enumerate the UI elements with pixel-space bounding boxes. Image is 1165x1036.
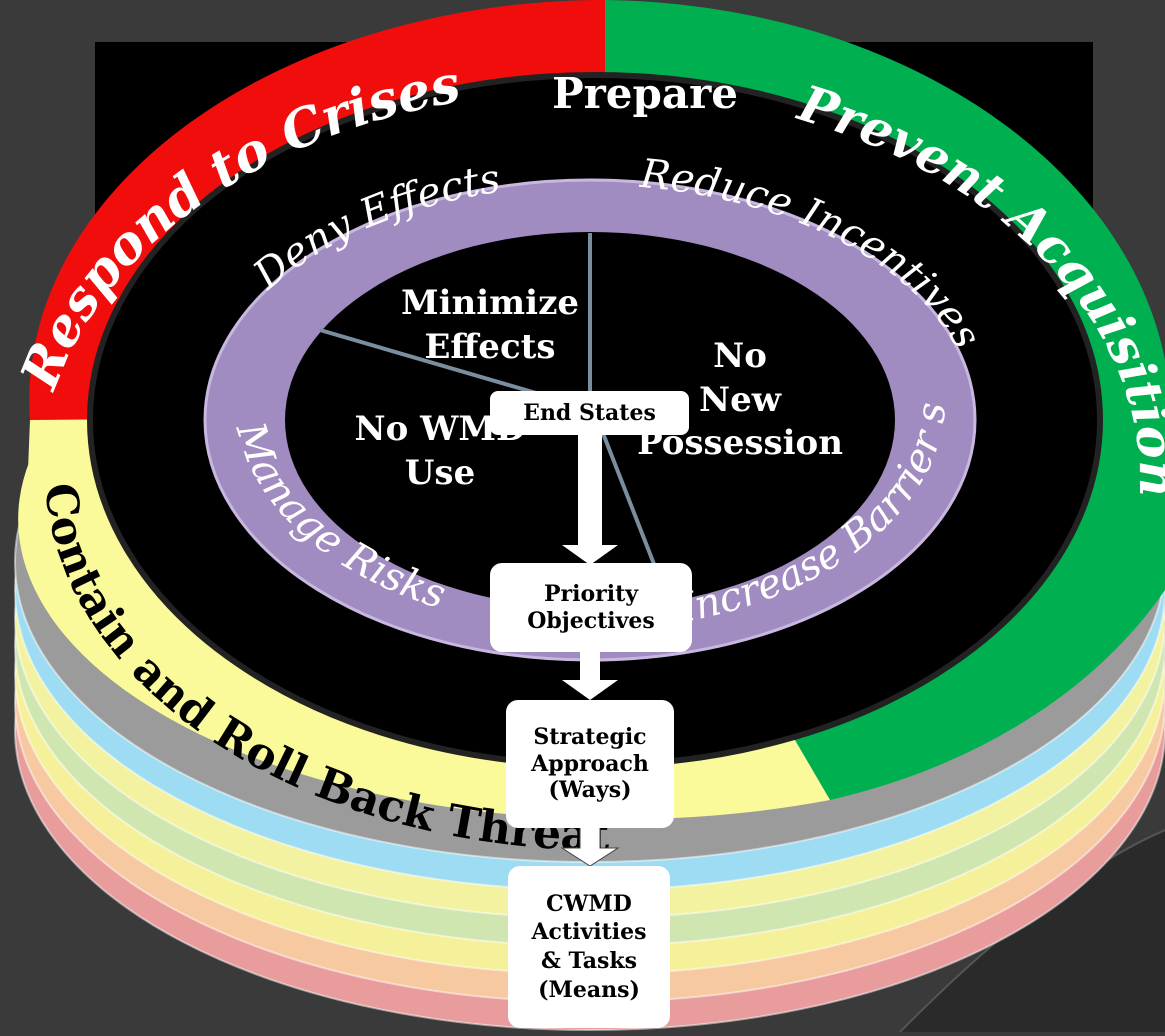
end-state-minimize: Minimize Effects xyxy=(375,282,605,369)
box-cwmd-line-2: Activities xyxy=(531,919,647,946)
box-priority-line-1: Priority xyxy=(543,581,639,608)
background-sweep xyxy=(900,830,1165,1032)
end-state-minimize-line-2: Effects xyxy=(424,326,556,367)
box-strategic-line-3: (Ways) xyxy=(548,777,632,804)
box-cwmd-line-4: (Means) xyxy=(538,976,640,1003)
box-cwmd-activities: CWMD Activities & Tasks (Means) xyxy=(510,868,668,1026)
end-state-no-new-line-1: No xyxy=(713,336,767,376)
end-state-no-wmd-line-2: Use xyxy=(404,452,476,493)
label-prepare: Prepare xyxy=(552,69,738,118)
arrow-end-to-priority xyxy=(562,428,618,565)
box-strategic-approach: Strategic Approach (Ways) xyxy=(508,702,672,826)
arrow-strategic-to-cwmd xyxy=(560,824,620,867)
box-end-states: End States xyxy=(492,393,687,433)
box-strategic-line-1: Strategic xyxy=(533,724,647,751)
box-priority-objectives: Priority Objectives xyxy=(492,565,690,650)
box-cwmd-line-1: CWMD xyxy=(546,890,632,917)
end-state-minimize-line-1: Minimize xyxy=(400,283,580,323)
box-priority-line-2: Objectives xyxy=(527,607,655,634)
end-state-no-new-line-2: New xyxy=(699,379,781,420)
box-cwmd-line-3: & Tasks xyxy=(540,948,638,974)
box-strategic-line-2: Approach xyxy=(531,750,649,777)
arrow-priority-to-strategic xyxy=(562,650,618,700)
box-end-states-text: End States xyxy=(523,399,656,426)
divider-left xyxy=(319,328,561,402)
